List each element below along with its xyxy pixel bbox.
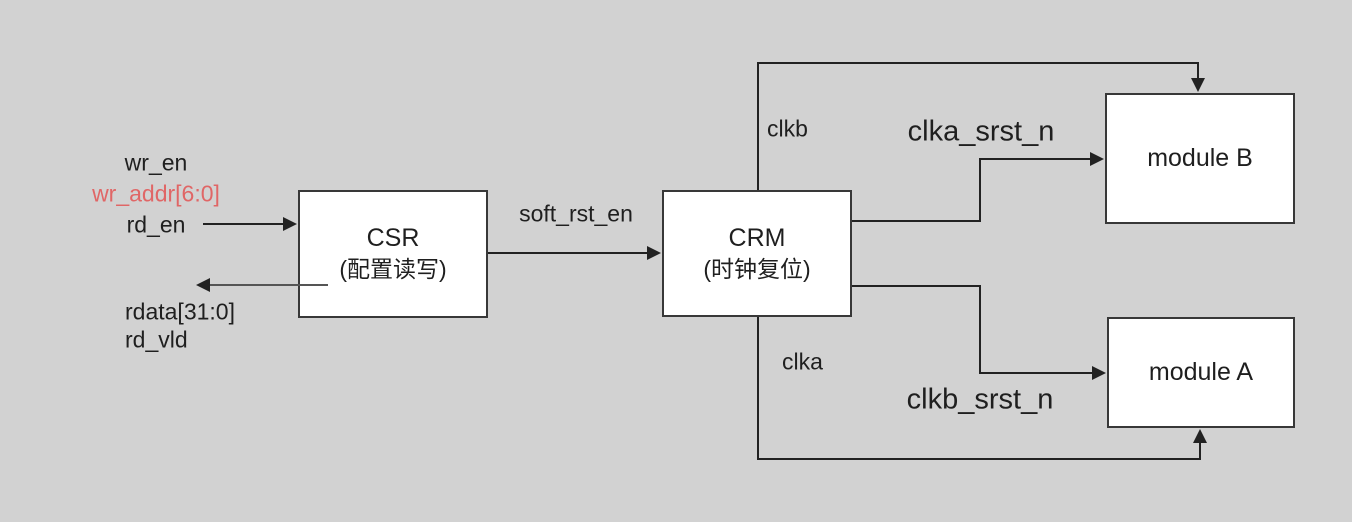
- crm-block: CRM (时钟复位): [662, 190, 852, 317]
- module-b-block-title: module B: [1147, 144, 1253, 172]
- crm-block-title: CRM: [728, 223, 786, 252]
- signal-label-clkb: clkb: [767, 115, 808, 142]
- module-b-block: module B: [1105, 93, 1295, 224]
- wire-csr-input: [203, 217, 297, 231]
- module-a-block: module A: [1107, 317, 1295, 428]
- signal-label-clka-srst-n: clka_srst_n: [907, 115, 1055, 148]
- signal-label-rd-vld: rd_vld: [125, 326, 188, 353]
- wire-soft-rst-en: [488, 246, 661, 260]
- signal-label-rd-en: rd_en: [126, 211, 186, 238]
- csr-block: CSR (配置读写): [298, 190, 488, 318]
- arrow-right-icon: [283, 217, 297, 231]
- arrow-left-icon: [196, 278, 210, 292]
- arrow-up-icon: [1193, 429, 1207, 443]
- arrow-right-icon: [647, 246, 661, 260]
- arrow-right-icon: [1090, 152, 1104, 166]
- arrow-right-icon: [1092, 366, 1106, 380]
- signal-label-clka: clka: [782, 348, 823, 375]
- signal-label-soft-rst-en: soft_rst_en: [519, 200, 633, 227]
- csr-block-title: CSR: [366, 224, 420, 252]
- signal-label-wr-en: wr_en: [124, 149, 188, 176]
- wire-clka-srst-n: [852, 152, 1104, 222]
- signal-label-wr-addr: wr_addr[6:0]: [92, 180, 220, 207]
- csr-block-subtitle: (配置读写): [339, 256, 447, 282]
- crm-block-subtitle: (时钟复位): [703, 255, 811, 282]
- module-a-block-title: module A: [1148, 358, 1254, 386]
- wire-clkb-srst-n: [852, 285, 1106, 380]
- signal-label-rdata: rdata[31:0]: [125, 298, 235, 325]
- arrow-down-icon: [1191, 78, 1205, 92]
- signal-label-clkb-srst-n: clkb_srst_n: [906, 383, 1054, 416]
